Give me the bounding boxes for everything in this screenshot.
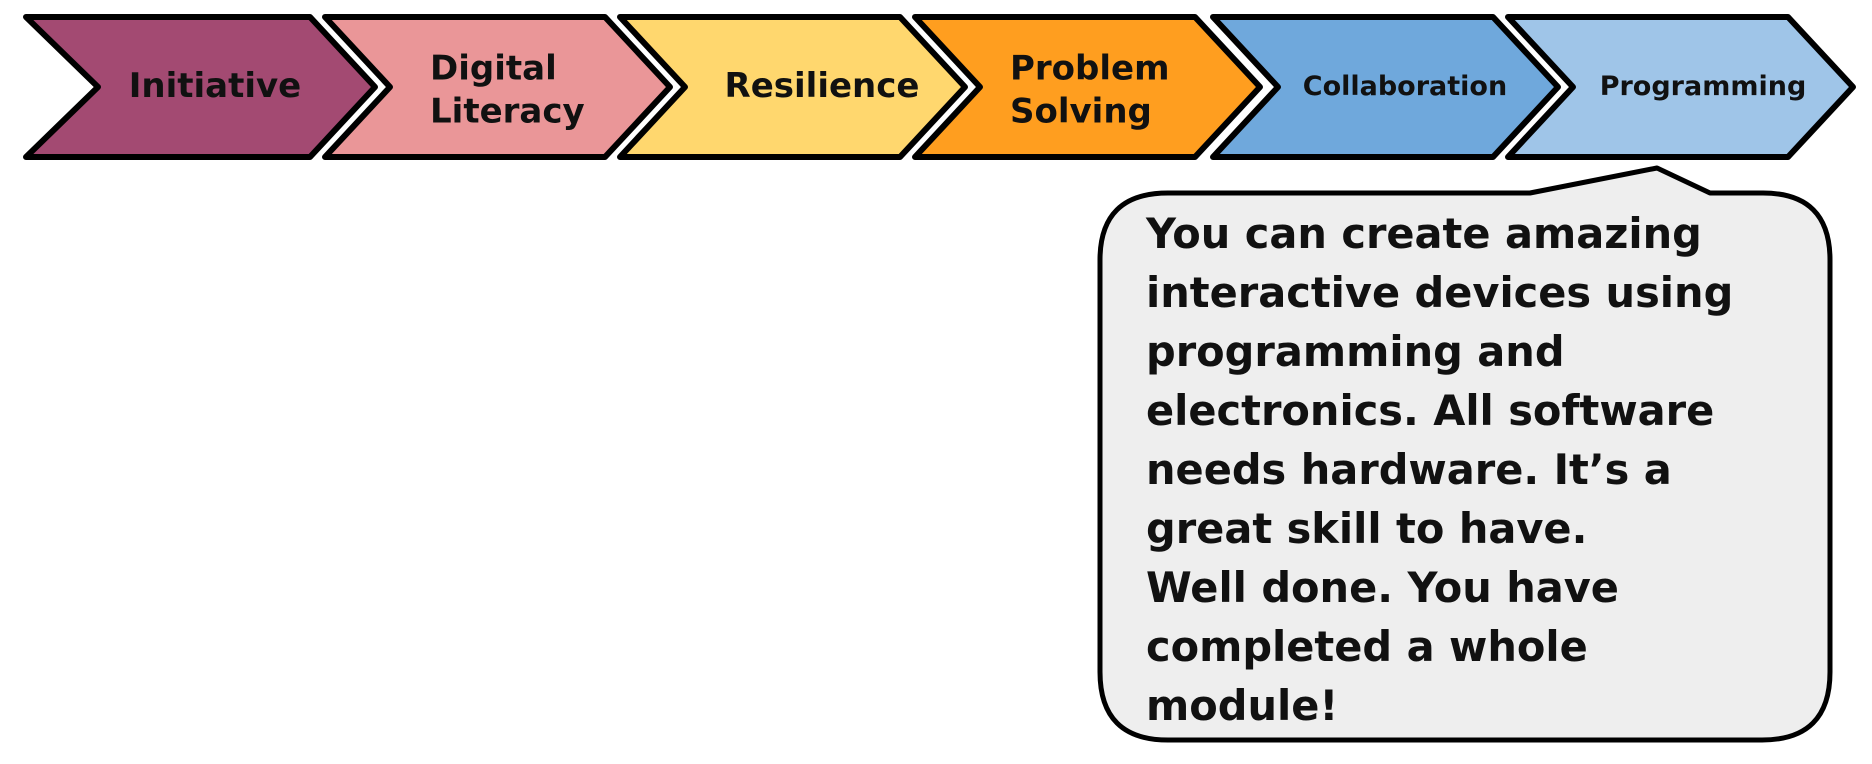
chevron-shape xyxy=(23,14,378,160)
chevron-label-line: Collaboration xyxy=(1303,71,1507,102)
chevron-label-line: Digital xyxy=(430,49,557,89)
skill-chevrons: Initiative Digital Literacy Resilience P… xyxy=(23,14,1856,160)
chevron-label: Problem Solving xyxy=(1010,39,1181,132)
chevron-step-initiative: Initiative xyxy=(23,14,378,160)
chevron-label-line: Solving xyxy=(1010,92,1152,132)
chevron-shape xyxy=(1210,14,1561,160)
callout-bubble xyxy=(1097,165,1833,743)
chevron-label-line: Initiative xyxy=(129,66,302,106)
callout-line: Well done. You have xyxy=(1146,563,1619,612)
callout-line: module! xyxy=(1146,681,1338,730)
callout-line: great skill to have. xyxy=(1146,504,1587,553)
chevron-label-line: Literacy xyxy=(430,92,585,132)
callout-line: You can create amazing xyxy=(1145,209,1702,258)
callout-line: completed a whole xyxy=(1146,622,1588,671)
chevron-step-digital-literacy: Digital Literacy xyxy=(322,14,673,160)
chevron-label: Collaboration xyxy=(1303,71,1507,102)
chevron-shape xyxy=(322,14,673,160)
chevron-label: Resilience xyxy=(725,66,920,106)
callout-message: You can create amazing interactive devic… xyxy=(1145,209,1748,730)
chevron-label: Digital Literacy xyxy=(430,39,585,132)
chevron-label-line: Problem xyxy=(1010,49,1170,89)
chevron-step-problem-solving: Problem Solving xyxy=(912,14,1263,160)
chevron-label-line: Resilience xyxy=(725,66,920,106)
speech-callout: You can create amazing interactive devic… xyxy=(1097,165,1833,743)
chevron-step-programming: Programming xyxy=(1505,14,1856,160)
chevron-shape xyxy=(912,14,1263,160)
chevron-shape xyxy=(1505,14,1856,160)
chevron-step-resilience: Resilience xyxy=(617,14,968,160)
callout-line: needs hardware. It’s a xyxy=(1146,445,1672,494)
chevron-step-collaboration: Collaboration xyxy=(1210,14,1561,160)
chevron-label: Initiative xyxy=(129,66,302,106)
callout-line: programming and xyxy=(1146,327,1565,376)
callout-line: electronics. All software xyxy=(1146,386,1714,435)
chevron-label-line: Programming xyxy=(1600,71,1807,102)
chevron-label: Programming xyxy=(1600,71,1807,102)
callout-line: interactive devices using xyxy=(1146,268,1733,317)
chevron-shape xyxy=(617,14,968,160)
